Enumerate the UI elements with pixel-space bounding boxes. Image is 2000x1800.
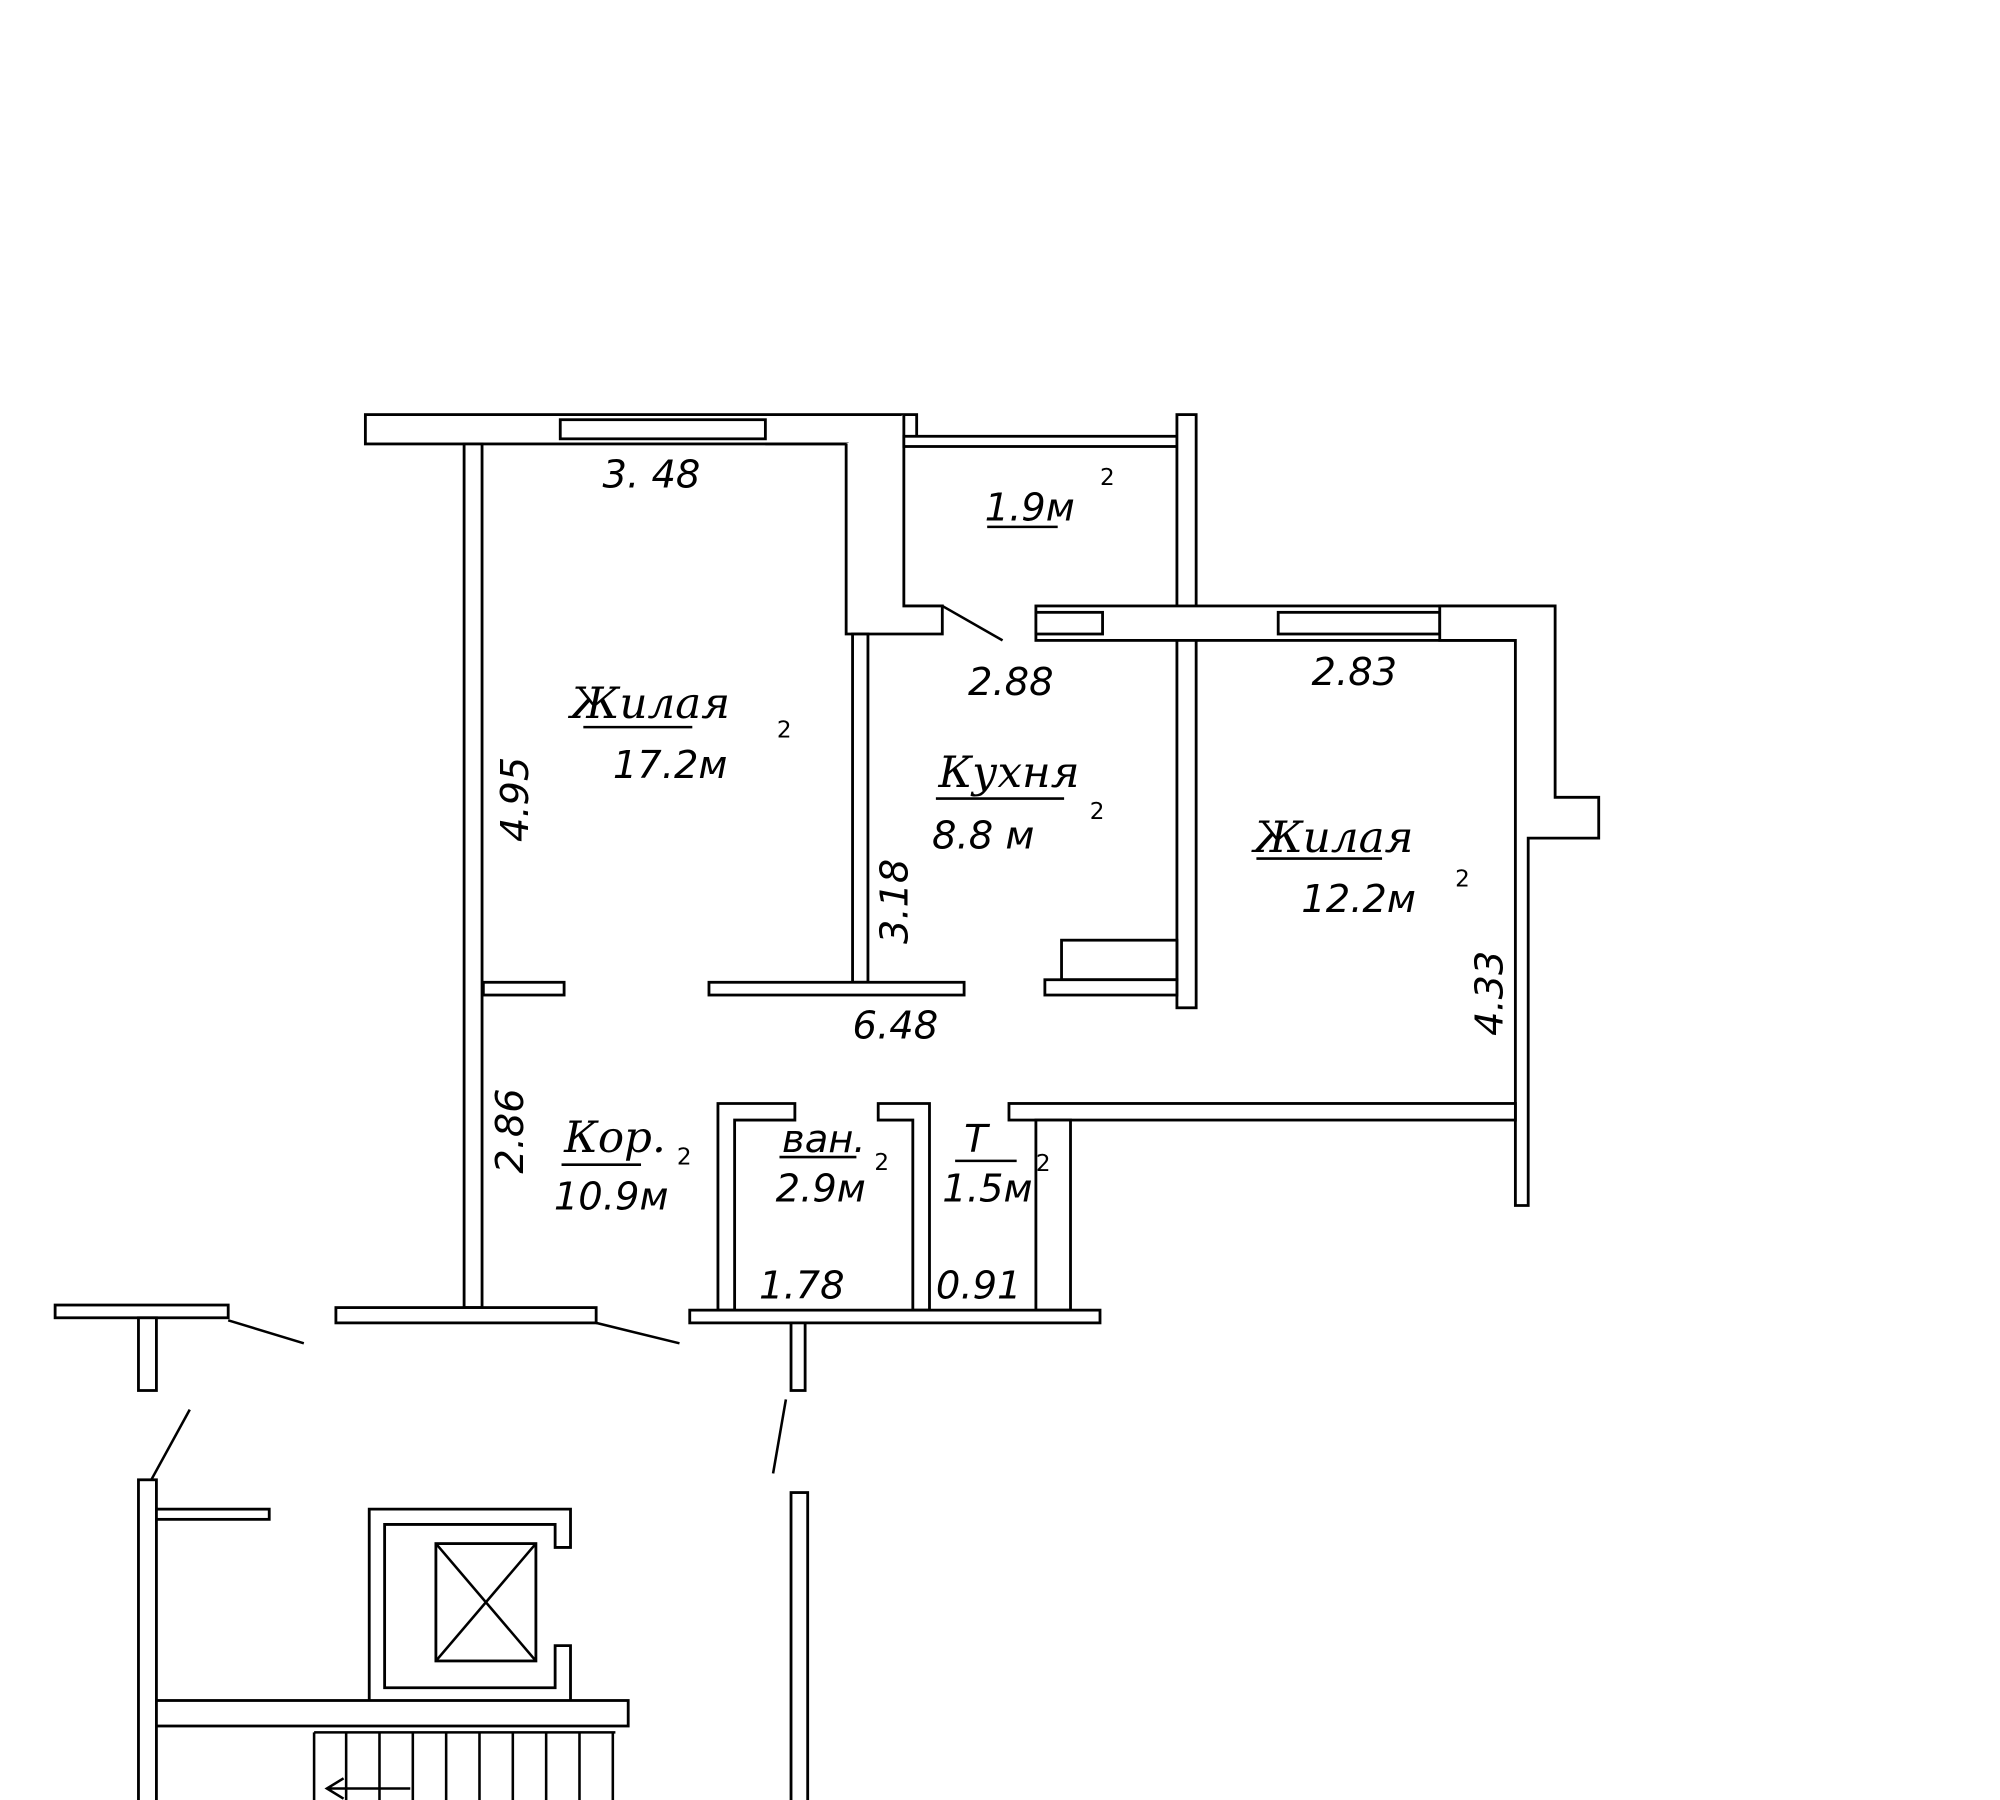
landing-wall (155, 1699, 630, 1728)
sup: 2 (1036, 1151, 1051, 1177)
room-area-toilet: 1.5м (942, 1167, 1032, 1212)
arrow-left-icon (324, 1777, 411, 1800)
room-area-corridor: 10.9м (554, 1174, 669, 1219)
balcony-right-wall (1175, 413, 1198, 1010)
kitchen-block (1060, 938, 1179, 982)
bottom-wall (53, 1303, 230, 1320)
hall-wall (481, 980, 566, 997)
room-name-corridor: Кор. (563, 1113, 666, 1163)
room-name-bathroom: ван. (782, 1117, 866, 1162)
sup: 2 (1090, 799, 1105, 825)
stairs (312, 1731, 616, 1800)
sup: 2 (1455, 867, 1470, 893)
door-swing (150, 1409, 191, 1481)
door-swing (941, 604, 1004, 642)
dim-living-large-width: 3. 48 (603, 452, 701, 497)
room-name-kitchen: Кухня (937, 748, 1079, 798)
sup: 2 (874, 1150, 889, 1176)
labels: 3. 48 1.9м 2 2.88 2.83 Жилая 17.2м 2 4.9… (488, 452, 1513, 1308)
hall-wall (1043, 978, 1179, 997)
bathroom-wall (876, 1102, 931, 1312)
dim-kitchen-width: 2.88 (968, 660, 1054, 705)
room-area-living-small: 12.2м (1301, 877, 1416, 922)
balcony-area: 1.9м (985, 486, 1075, 531)
window (1276, 610, 1442, 636)
room-area-kitchen: 8.8 м (932, 813, 1034, 858)
door-swing (227, 1319, 305, 1345)
stub-wall (137, 1316, 158, 1392)
room-name-living-small: Жилая (1251, 813, 1414, 863)
dim-living-large-length: 4.95 (493, 757, 538, 842)
stair-wall (137, 1478, 158, 1800)
dim-living-small-length: 4.33 (1467, 951, 1512, 1036)
window (558, 418, 767, 441)
dim-kitchen-length: 3.18 (873, 859, 918, 944)
right-wall (1438, 604, 1601, 1207)
door-swing (771, 1399, 788, 1474)
sup: 2 (1100, 465, 1115, 491)
stair-wall (155, 1507, 271, 1521)
corridor-wall (1007, 1102, 1517, 1122)
dim-bathroom-width: 1.78 (759, 1264, 845, 1309)
partition-wall (844, 414, 944, 636)
room-name-living-large: Жилая (568, 679, 731, 729)
dim-toilet-width: 0.91 (936, 1264, 1022, 1309)
room-name-toilet: Т (964, 1117, 990, 1162)
stub-wall (789, 1321, 807, 1392)
room-area-bathroom: 2.9м (776, 1167, 866, 1212)
dim-corridor-length: 2.86 (488, 1088, 533, 1173)
stair-wall (789, 1491, 810, 1800)
sup: 2 (677, 1145, 692, 1171)
bottom-wall (334, 1306, 598, 1325)
left-wall (462, 442, 484, 1309)
bottom-wall (688, 1308, 1102, 1325)
toilet-wall (1034, 1118, 1072, 1312)
dim-hall-width: 6.48 (853, 1003, 939, 1048)
door-swing (595, 1321, 680, 1345)
sup: 2 (777, 717, 792, 743)
window (1034, 610, 1104, 636)
dim-living-small-width: 2.83 (1312, 650, 1398, 695)
room-area-living-large: 17.2м (613, 743, 728, 788)
hall-wall (707, 980, 966, 997)
balcony-rail (902, 434, 1179, 448)
walls (53, 413, 1601, 1800)
kitchen-left-wall (851, 632, 870, 984)
